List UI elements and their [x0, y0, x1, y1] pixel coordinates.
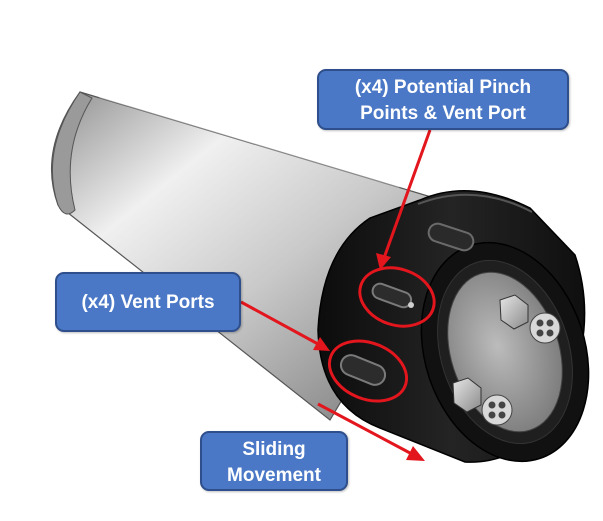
highlight-ring-pinch-point: [358, 266, 436, 328]
connector-lower: [452, 377, 513, 426]
callout-pinch-line1: (x4) Potential Pinch: [354, 77, 532, 98]
connector-upper: [499, 294, 561, 344]
arrow-sliding-direction: [317, 402, 425, 461]
vent-slot-pinch-point: [371, 282, 414, 309]
callout-pinch-line2: Points & Vent Port: [360, 103, 526, 124]
callout-slide-line2: Movement: [227, 465, 321, 486]
highlight-ring-vent-port: [327, 339, 409, 403]
callout-vent-ports: (x4) Vent Ports: [55, 272, 241, 332]
callout-vents-text: (x4) Vent Ports: [81, 292, 215, 313]
vent-slot-lower: [339, 354, 387, 386]
vent-slot-top: [427, 222, 475, 252]
callout-sliding-movement: Sliding Movement: [200, 431, 348, 491]
arrow-to-vent-port: [240, 300, 330, 351]
callout-pinch-points: (x4) Potential Pinch Points & Vent Port: [317, 69, 569, 130]
callout-slide-line1: Sliding: [242, 439, 306, 460]
arrow-to-pinch-point: [376, 129, 432, 270]
